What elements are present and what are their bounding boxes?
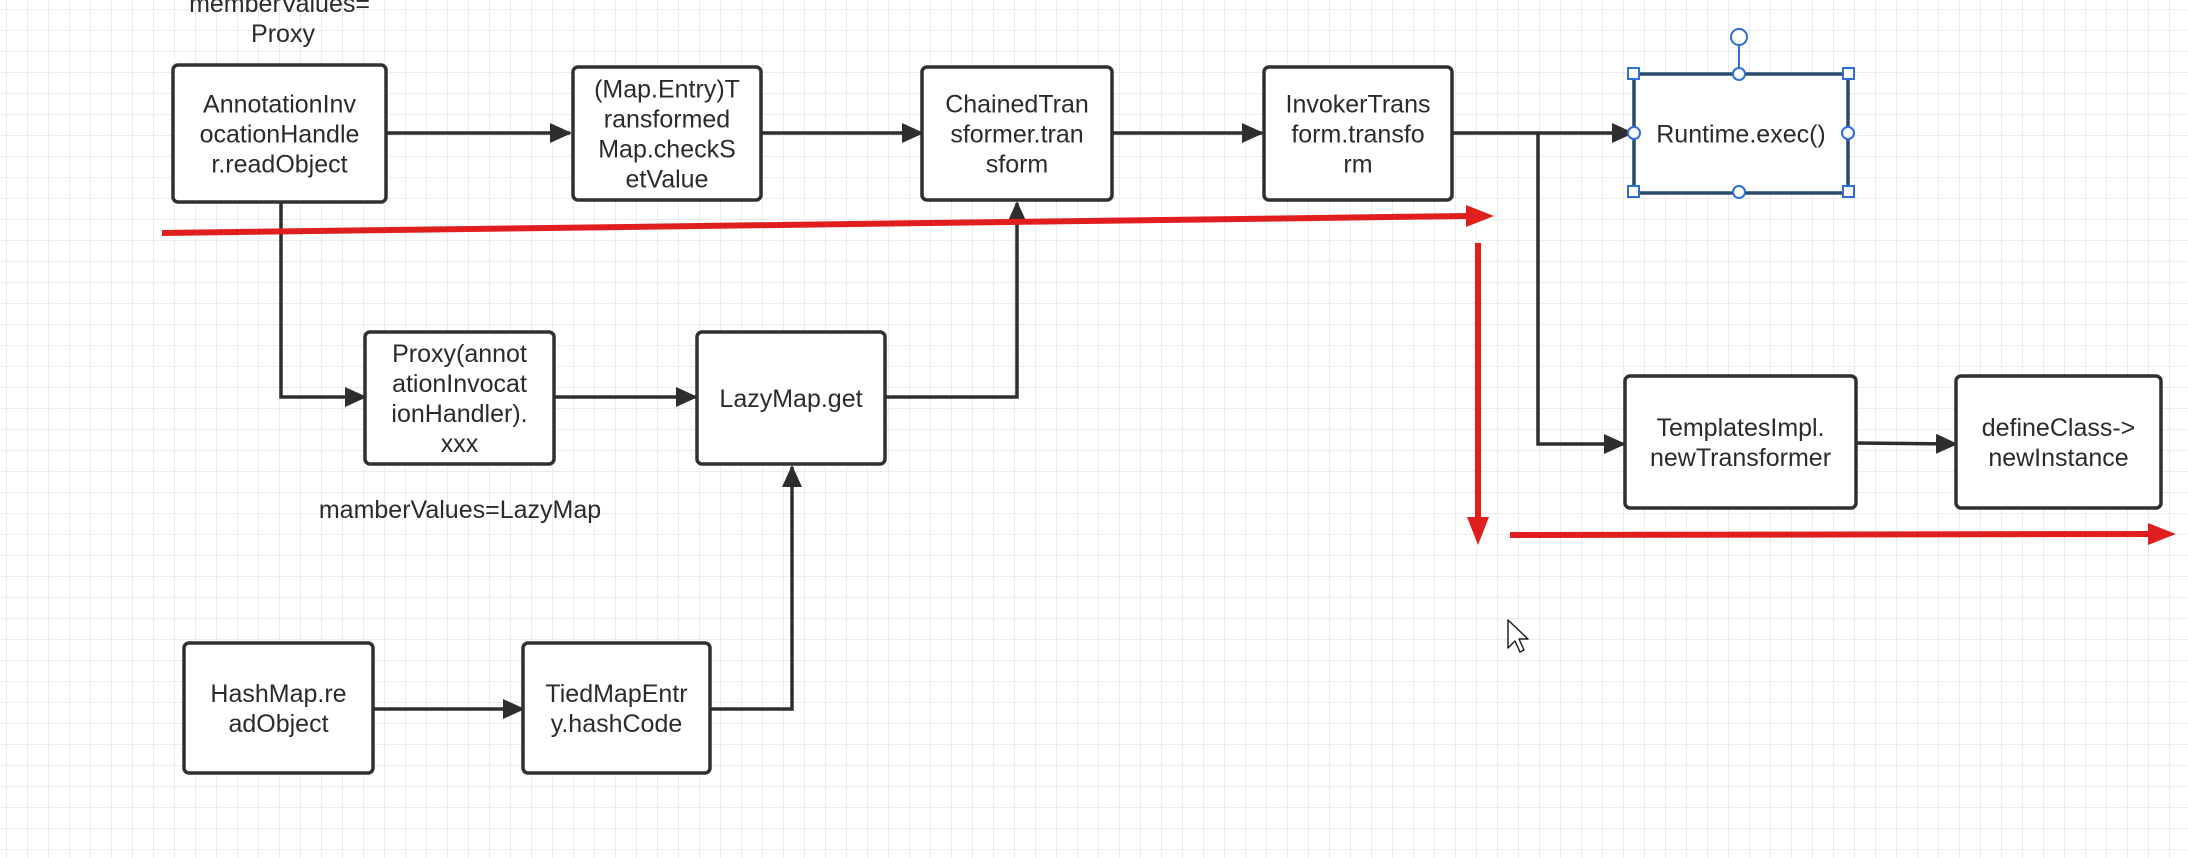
resize-handle-bottom-left[interactable]: [1627, 185, 1640, 198]
red-arrow-down-head: [1467, 517, 1489, 545]
red-arrow-bottom-head: [2148, 523, 2176, 545]
node-label-line: r.readObject: [211, 151, 347, 179]
node-label: TemplatesImpl.newTransformer: [1650, 414, 1831, 472]
node-label-line: adObject: [228, 710, 328, 738]
red-arrow-top-shaft: [161, 213, 1469, 236]
node-define-class-new-instance[interactable]: defineClass->newInstance: [1954, 374, 2163, 510]
node-label-line: Map.checkS: [598, 136, 736, 164]
resize-handle-bottom-right[interactable]: [1842, 185, 1855, 198]
node-label-line: ocationHandle: [200, 121, 360, 149]
node-label-line: LazyMap.get: [719, 385, 862, 413]
rotate-handle[interactable]: [1730, 28, 1748, 46]
node-box: [521, 641, 712, 775]
node-label: LazyMap.get: [719, 385, 862, 413]
node-box: [363, 330, 556, 466]
selection-handles: [1627, 28, 1855, 199]
member-values-proxy-label: memberValues= Proxy: [189, 0, 377, 48]
node-label-line: InvokerTrans: [1286, 91, 1431, 119]
mouse-cursor-icon: [1507, 619, 1529, 653]
node-label-line: ationInvocat: [392, 370, 527, 398]
node-box: [1262, 65, 1454, 202]
node-box: [920, 65, 1114, 202]
node-label-line: Proxy(annot: [392, 340, 527, 368]
node-label-line: ionHandler).: [391, 400, 527, 428]
node-box: [571, 65, 763, 202]
node-label-line: TiedMapEntr: [545, 680, 687, 708]
edge-annotation-to-proxy: [279, 203, 367, 407]
node-label-line: defineClass->: [1982, 414, 2136, 442]
node-label: Runtime.exec(): [1656, 121, 1826, 149]
edge-invoker-to-templates: [1536, 133, 1626, 454]
red-arrow-bottom-shaft: [1509, 531, 2153, 538]
red-arrow-top-head: [1466, 205, 1494, 227]
member-values-proxy-label-line-2: Proxy: [251, 20, 315, 48]
node-label-line: (Map.Entry)T: [594, 76, 740, 104]
node-label-line: HashMap.re: [210, 680, 346, 708]
edge-lazymap-to-chained: [886, 201, 1027, 399]
resize-handle-top-left[interactable]: [1627, 67, 1640, 80]
node-label: defineClass->newInstance: [1982, 414, 2136, 472]
node-box: [1954, 374, 2163, 510]
node-templates-impl-new-transformer[interactable]: TemplatesImpl.newTransformer: [1623, 374, 1858, 510]
connection-point-right[interactable]: [1841, 126, 1855, 140]
node-label-line: etValue: [626, 166, 709, 194]
member-values-lazymap-label: mamberValues=LazyMap: [319, 496, 601, 524]
connection-point-left[interactable]: [1627, 126, 1641, 140]
node-label-line: xxx: [441, 430, 479, 458]
connection-point-top[interactable]: [1732, 67, 1746, 81]
node-box: [695, 330, 887, 466]
node-label-line: TemplatesImpl.: [1656, 414, 1824, 442]
node-box: [171, 63, 388, 204]
node-label-line: ransformed: [604, 106, 730, 134]
node-label-line: sformer.tran: [950, 121, 1083, 149]
edge-templates-to-defineclass: [1855, 433, 1958, 454]
red-annotations: [161, 205, 2176, 545]
node-label-line: AnnotationInv: [203, 91, 356, 119]
member-values-proxy-label-line-1: memberValues=: [189, 0, 370, 18]
node-box: [182, 641, 375, 775]
node-label-line: y.hashCode: [551, 710, 683, 738]
node-label-line: sform: [986, 151, 1049, 179]
resize-handle-top-right[interactable]: [1842, 67, 1855, 80]
node-label-line: newTransformer: [1650, 444, 1831, 472]
node-box: [1623, 374, 1858, 510]
node-lazymap-get[interactable]: LazyMap.get: [695, 330, 887, 466]
connection-point-bottom[interactable]: [1732, 185, 1746, 199]
edge-tiedmapentry-to-lazymap: [710, 465, 802, 711]
edges: [279, 123, 1958, 719]
node-label-line: Runtime.exec(): [1656, 121, 1826, 149]
node-label-line: rm: [1343, 151, 1372, 179]
node-label-line: form.transfo: [1291, 121, 1424, 149]
node-label-line: ChainedTran: [945, 91, 1089, 119]
node-label-line: newInstance: [1988, 444, 2128, 472]
node-runtime-exec[interactable]: Runtime.exec(): [1632, 72, 1850, 195]
